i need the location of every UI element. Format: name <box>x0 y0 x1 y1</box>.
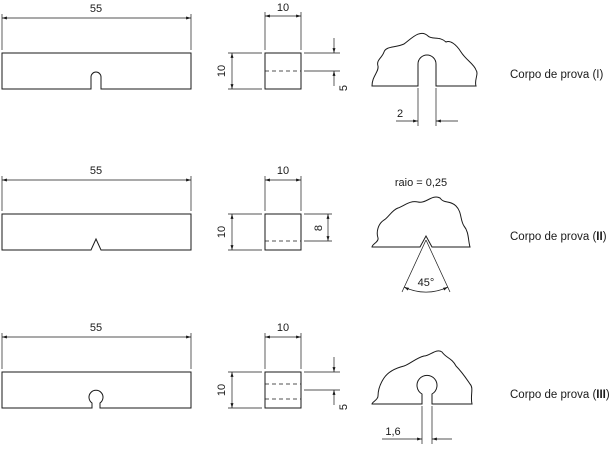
notch-width-label: 1,6 <box>385 426 400 438</box>
length-label: 55 <box>90 3 102 15</box>
notch-detail-keyhole: 2 <box>371 32 478 126</box>
width-label: 10 <box>277 322 289 334</box>
specimen-title: Corpo de prova (I) <box>510 69 604 81</box>
section-view: 10 10 5 <box>216 2 350 91</box>
height-label: 10 <box>216 384 228 396</box>
length-label: 55 <box>90 322 102 334</box>
notch-detail-round: 1,6 <box>371 350 473 444</box>
bar-view: 55 <box>1 165 192 251</box>
width-label: 10 <box>277 2 289 14</box>
section-view: 10 10 5 <box>216 322 350 410</box>
bar-view: 55 <box>1 3 192 90</box>
notch-width-label: 2 <box>397 108 403 120</box>
radius-note: raio = 0,25 <box>395 177 447 189</box>
angle-label: 45° <box>418 277 435 289</box>
height-label: 10 <box>216 226 228 238</box>
length-label: 55 <box>90 165 102 177</box>
depth-label: 5 <box>338 85 350 91</box>
specimen-row-3: 55 10 10 5 1,6 <box>1 322 610 444</box>
width-label: 10 <box>277 165 289 177</box>
notch-detail-v: raio = 0,25 45° <box>371 177 471 293</box>
height-label: 10 <box>216 65 228 77</box>
bar-view: 55 <box>1 322 192 409</box>
specimen-row-1: 55 10 10 5 2 <box>1 2 604 126</box>
depth-label: 8 <box>313 225 325 231</box>
specimen-row-2: 55 10 10 8 raio = 0,25 45° Co <box>1 165 607 293</box>
depth-label: 5 <box>338 404 350 410</box>
specimen-title: Corpo de prova (III) <box>510 389 610 401</box>
section-view: 10 10 8 <box>216 165 332 251</box>
specimen-title: Corpo de prova (II) <box>510 231 607 243</box>
